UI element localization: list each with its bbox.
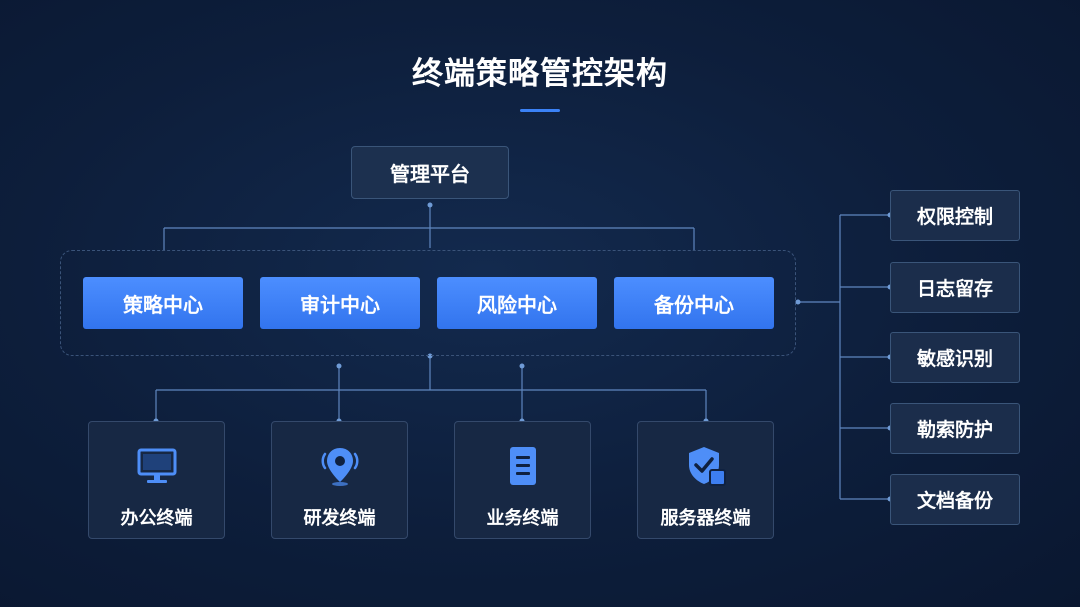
function-permission-control: 权限控制	[890, 190, 1020, 241]
terminal-label: 办公终端	[120, 508, 193, 529]
function-sensitive-detection: 敏感识别	[890, 332, 1020, 383]
function-log-retention: 日志留存	[890, 262, 1020, 313]
terminal-server: 服务器终端	[637, 421, 774, 539]
terminal-label: 服务器终端	[660, 508, 751, 529]
terminal-label: 研发终端	[303, 508, 376, 529]
terminal-label: 业务终端	[486, 508, 559, 529]
management-platform-node: 管理平台	[351, 146, 509, 199]
title-underline	[520, 109, 560, 112]
terminal-rnd: 研发终端	[271, 421, 408, 539]
center-strategy: 策略中心	[83, 277, 243, 329]
centers-group	[60, 250, 796, 356]
center-backup: 备份中心	[614, 277, 774, 329]
center-risk: 风险中心	[437, 277, 597, 329]
center-audit: 审计中心	[260, 277, 420, 329]
monitor-icon	[89, 444, 224, 488]
function-ransomware-protection: 勒索防护	[890, 403, 1020, 454]
function-document-backup: 文档备份	[890, 474, 1020, 525]
shield-check-icon	[638, 444, 773, 488]
document-icon	[455, 444, 590, 488]
terminal-office: 办公终端	[88, 421, 225, 539]
terminal-business: 业务终端	[454, 421, 591, 539]
page-title: 终端策略管控架构	[412, 56, 668, 92]
location-pin-icon	[272, 444, 407, 488]
